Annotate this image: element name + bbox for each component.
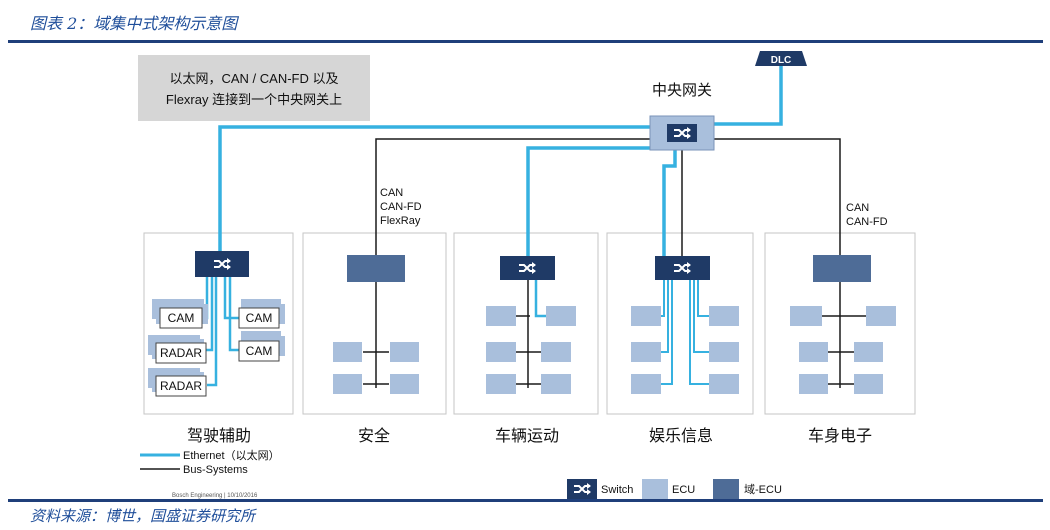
domain-label-safety: 安全 — [358, 427, 390, 445]
central-gateway: 中央网关 — [649, 82, 715, 151]
legend-ethernet-label: Ethernet（以太网） — [183, 449, 280, 462]
bus-label-body-2: CAN-FD — [846, 216, 888, 228]
legend-ecu-label: ECU — [672, 484, 695, 496]
bus-label-body-1: CAN — [846, 202, 869, 214]
domain-label-chassis: 车辆运动 — [495, 427, 559, 445]
dlc-connector: DLC — [755, 51, 807, 66]
legend-bus-label: Bus-Systems — [183, 464, 248, 476]
legend: Ethernet（以太网） Bus-Systems Switch ECU 域-E… — [140, 449, 782, 499]
legend-switch-label: Switch — [601, 484, 633, 496]
sensor-cam-1: CAM — [168, 311, 195, 325]
footer-mark: Bosch Engineering | 10/10/2016 — [172, 493, 258, 499]
sensor-radar-2: RADAR — [160, 379, 202, 393]
gateway-label: 中央网关 — [652, 82, 712, 99]
body-bus-labels: CAN CAN-FD — [846, 202, 888, 228]
sensor-cam-3: CAM — [246, 344, 273, 358]
safety-bus-labels: CAN CAN-FD FlexRay — [380, 187, 422, 227]
note-box: 以太网，CAN / CAN-FD 以及 Flexray 连接到一个中央网关上 — [138, 55, 370, 121]
bottom-rule — [8, 499, 1043, 502]
legend-ecu-swatch — [642, 479, 668, 499]
domain-label-body: 车身电子 — [808, 427, 872, 445]
sensor-radar-1: RADAR — [160, 346, 202, 360]
top-rule — [8, 40, 1043, 43]
legend-domain-ecu-label: 域-ECU — [744, 483, 782, 496]
adas-domain: CAM CAM CAM RADAR RADAR — [148, 251, 285, 397]
safety-domain — [333, 255, 419, 394]
sensor-cam-2: CAM — [246, 311, 273, 325]
safety-domain-ecu — [347, 255, 405, 282]
bus-label-safety-1: CAN — [380, 187, 403, 199]
figure-title: 图表 2：域集中式架构示意图 — [30, 14, 238, 33]
ethernet-backbone — [218, 65, 783, 263]
bus-backbone — [375, 138, 841, 263]
bus-label-safety-3: FlexRay — [380, 215, 421, 227]
domain-label-infotainment: 娱乐信息 — [649, 427, 713, 445]
source-note: 资料来源：博世，国盛证券研究所 — [30, 507, 256, 525]
infotainment-domain — [631, 256, 739, 394]
domain-label-adas: 驾驶辅助 — [187, 427, 251, 445]
note-line-2: Flexray 连接到一个中央网关上 — [166, 92, 342, 107]
body-domain-ecu — [813, 255, 871, 282]
legend-domain-ecu-swatch — [713, 479, 739, 499]
note-line-1: 以太网，CAN / CAN-FD 以及 — [169, 71, 338, 86]
bus-label-safety-2: CAN-FD — [380, 201, 422, 213]
body-domain — [790, 255, 896, 394]
chassis-domain — [486, 256, 576, 394]
dlc-label: DLC — [771, 55, 792, 66]
